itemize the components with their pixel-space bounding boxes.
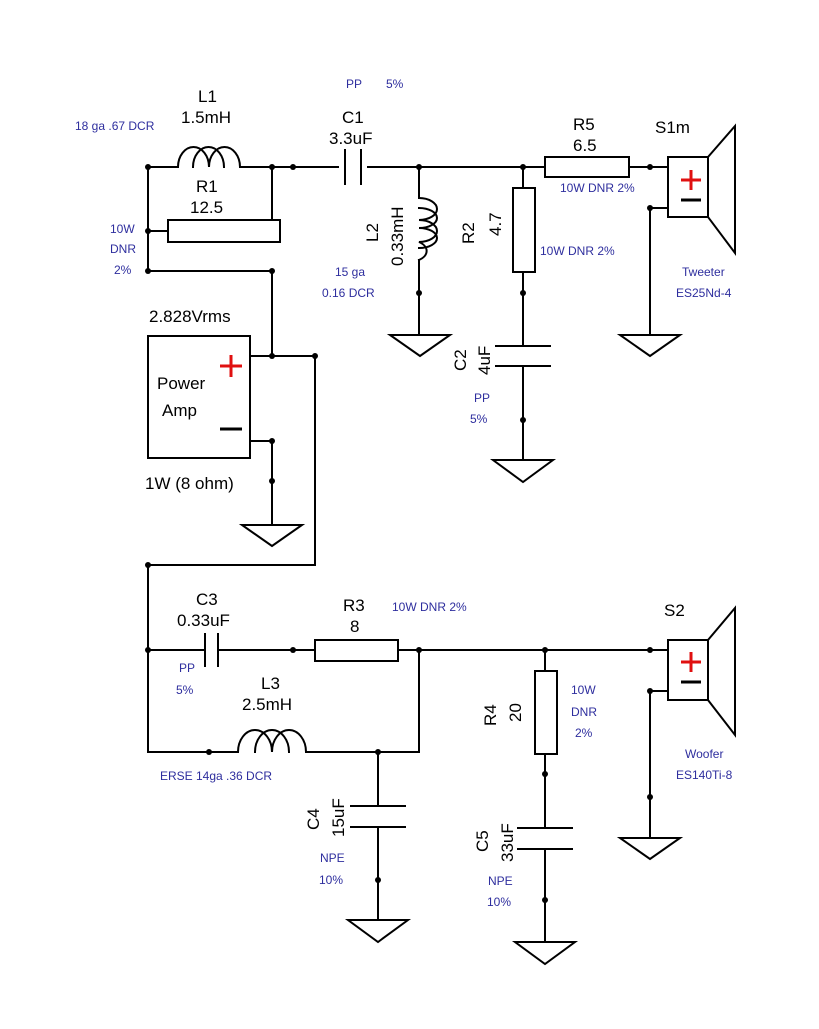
r3-note: 10W DNR 2% [392, 600, 467, 614]
l1-ref: L1 [198, 87, 217, 106]
amp-voltage: 2.828Vrms [149, 307, 231, 326]
ground-amp [238, 524, 306, 548]
r1-note-1: 10W [110, 222, 135, 236]
c5-note-2: 10% [487, 895, 511, 909]
c3-note-1: PP [179, 661, 195, 675]
capacitor-c4 [350, 805, 406, 828]
amp-power: 1W (8 ohm) [145, 474, 234, 493]
resistor-r2 [512, 187, 536, 273]
c2-ref: C2 [451, 349, 470, 371]
c5-value: 33uF [498, 823, 517, 862]
r1-ref: R1 [196, 177, 218, 196]
r1-note-3: 2% [114, 263, 132, 277]
inductor-l2 [417, 196, 438, 262]
l1-value: 1.5mH [181, 108, 231, 127]
c3-note-2: 5% [176, 683, 194, 697]
r3-value: 8 [350, 617, 359, 636]
s2-note-1: Woofer [685, 747, 723, 761]
c5-note-1: NPE [488, 874, 513, 888]
s1-note-2: ES25Nd-4 [676, 286, 732, 300]
ground-c5 [511, 941, 579, 966]
junction-dots [145, 164, 653, 903]
c2-note-1: PP [474, 391, 490, 405]
c4-note-1: NPE [320, 851, 345, 865]
l2-note-2: 0.16 DCR [322, 286, 375, 300]
s1-ref: S1m [655, 118, 690, 137]
r1-note-2: DNR [110, 242, 136, 256]
capacitor-c5 [517, 827, 573, 850]
l3-ref: L3 [261, 674, 280, 693]
r3-ref: R3 [343, 596, 365, 615]
l2-ref: L2 [363, 223, 382, 242]
c1-note-2: 5% [386, 77, 404, 91]
inductor-l1 [176, 146, 242, 169]
r4-ref: R4 [481, 704, 500, 726]
capacitor-c2 [495, 345, 551, 367]
c1-note-1: PP [346, 77, 362, 91]
capacitor-c1 [344, 149, 362, 185]
c4-note-2: 10% [319, 873, 343, 887]
r4-value: 20 [506, 703, 525, 722]
l1-note: 18 ga .67 DCR [75, 119, 155, 133]
c1-value: 3.3uF [329, 129, 372, 148]
l2-value: 0.33mH [388, 206, 407, 266]
wires [147, 166, 669, 943]
ground-s1 [616, 334, 684, 358]
l3-note: ERSE 14ga .36 DCR [160, 769, 272, 783]
resistor-r3 [314, 639, 399, 662]
s1-note-1: Tweeter [682, 265, 725, 279]
r2-ref: R2 [459, 222, 478, 244]
c2-value: 4uF [475, 346, 494, 375]
r2-value: 4.7 [486, 212, 505, 236]
r5-value: 6.5 [573, 136, 597, 155]
resistor-r4 [534, 670, 558, 755]
ground-s2 [616, 837, 684, 861]
c4-value: 15uF [329, 798, 348, 837]
l2-note-1: 15 ga [335, 265, 365, 279]
c3-value: 0.33uF [177, 611, 230, 630]
c3-ref: C3 [196, 590, 218, 609]
r4-note-2: DNR [571, 705, 597, 719]
power-amp [147, 335, 251, 459]
inductor-l3 [236, 729, 308, 754]
c4-ref: C4 [304, 808, 323, 830]
speaker-s2 [667, 605, 736, 738]
s2-note-2: ES140Ti-8 [676, 768, 733, 782]
ground-c4 [344, 919, 412, 944]
ground-c2 [489, 459, 557, 484]
amp-label-1: Power [157, 374, 206, 393]
ground-l2 [386, 334, 454, 358]
c1-ref: C1 [342, 108, 364, 127]
s2-ref: S2 [664, 601, 685, 620]
r2-note: 10W DNR 2% [540, 244, 615, 258]
capacitor-c3 [204, 633, 219, 667]
r1-value: 12.5 [190, 198, 223, 217]
r4-note-1: 10W [571, 683, 596, 697]
resistor-r1 [167, 219, 281, 243]
c5-ref: C5 [473, 830, 492, 852]
l3-value: 2.5mH [242, 695, 292, 714]
c2-note-2: 5% [470, 412, 488, 426]
resistor-r5 [544, 156, 630, 178]
speaker-s1 [667, 123, 736, 256]
amp-label-2: Amp [162, 401, 197, 420]
r5-ref: R5 [573, 115, 595, 134]
r5-note: 10W DNR 2% [560, 181, 635, 195]
r4-note-3: 2% [575, 726, 593, 740]
